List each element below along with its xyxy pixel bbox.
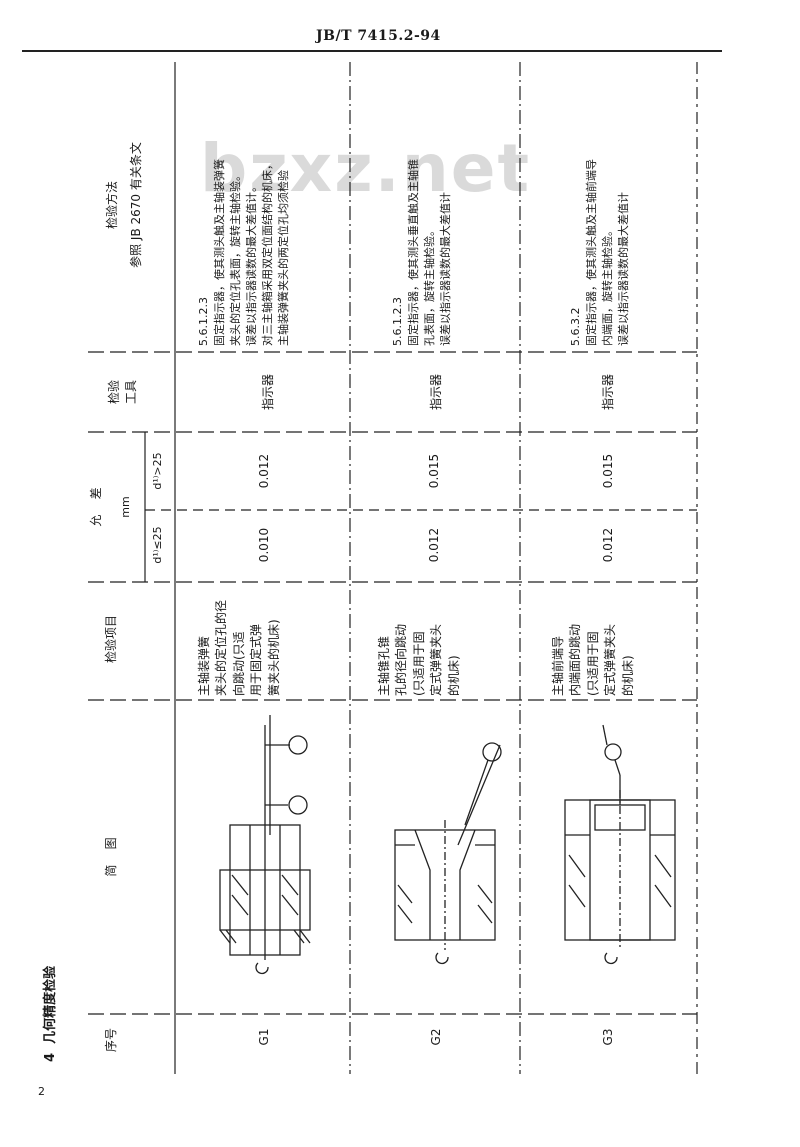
header-tolerance: 允 差 [89,487,103,527]
header-tool: 检验 工具 [107,380,139,405]
table-row-g2-tol-small: 0.012 [427,527,441,563]
table-row-g3-method: 5.6.3.2 固定指示器，使其测头触及主轴前端导 内端面，旋转主轴检验。 误差… [569,159,630,346]
table-row-g3-item: 主轴前端导 内端面的跳动 (只适用于固 定式弹簧夹头 的机床) [551,623,635,696]
table-row-g2-method: 5.6.1.2.3 固定指示器，使其测头垂直触及主轴锥 孔表面，旋转主轴检验。 … [391,159,452,346]
table-row-g2-tol-large: 0.015 [427,453,441,489]
table-row-g2-tool: 指示器 [429,374,443,411]
diagram-g2 [394,742,502,965]
header-item: 检验项目 [104,615,118,664]
table-row-g3-tool: 指示器 [601,374,615,411]
diagram-g1 [219,715,311,975]
header-d-small: d¹⁾≤25 [151,526,164,564]
header-rule [22,50,722,52]
table-row-g1-item: 主轴装弹簧 夹头的定位孔的径 向跳动(只适 用于固定式弹 簧夹头的机床) [197,599,281,696]
watermark: bzxz.net [200,130,532,207]
section-title: 4 几何精度检验 [43,965,58,1062]
header-method-line2: 参照 JB 2670 有关条文 [129,142,143,268]
table-row-g1-tool: 指示器 [261,374,275,411]
header-seq: 序号 [104,1028,118,1053]
page-number: 2 [38,1085,45,1098]
header-d-large: d¹⁾>25 [151,452,164,490]
table-row-g1-tol-large: 0.012 [257,453,271,489]
table-row-g2-item: 主轴锥孔锥 孔的径向跳动 (只适用于固 定式弹簧夹头 的机床) [377,623,461,696]
header-method-line1: 检验方法 [105,181,119,230]
standard-code: JB/T 7415.2-94 [316,28,441,44]
table-row-g3-seq: G3 [601,1028,615,1046]
table-row-g1-tol-small: 0.010 [257,527,271,563]
diagram-g3 [564,724,676,965]
table-row-g3-tol-large: 0.015 [601,453,615,489]
table-row-g1-seq: G1 [257,1028,271,1046]
header-diagram: 简 图 [104,837,118,877]
table-row-g2-seq: G2 [429,1028,443,1046]
table-row-g3-tol-small: 0.012 [601,527,615,563]
table-grid [88,62,698,1074]
table-row-g1-method: 5.6.1.2.3 固定指示器，使其测头触及主轴装弹簧 夹头的定位孔表面，旋转主… [197,159,290,346]
header-unit: mm [119,496,132,518]
